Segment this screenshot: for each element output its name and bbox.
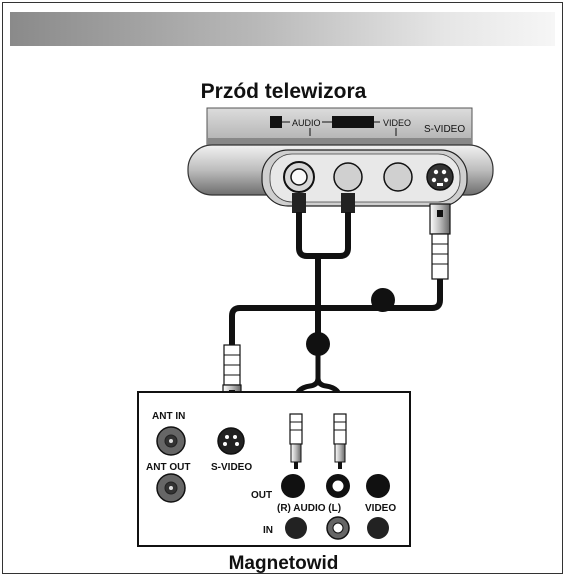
- header-band: [10, 12, 555, 46]
- vcr-in-audio-r-jack: [285, 517, 307, 539]
- tv-audio-l-jack: [333, 162, 363, 192]
- vcr-title: Magnetowid: [228, 553, 339, 574]
- vcr-video-label: VIDEO: [365, 503, 396, 514]
- audio-cable-clip: [306, 332, 330, 356]
- tv-audio-label: AUDIO: [292, 118, 321, 128]
- audio-indicator-right: [332, 116, 374, 128]
- svideo-cable-clip: [371, 288, 395, 312]
- tv-front-panel: [187, 107, 494, 207]
- tv-video-label: VIDEO: [383, 118, 411, 128]
- ant-out-label: ANT OUT: [146, 462, 190, 473]
- vcr-out-video-jack: [366, 474, 390, 498]
- svideo-cable: [222, 203, 451, 416]
- vcr-out-audio-r-jack: [281, 474, 305, 498]
- vcr-back-panel: [137, 391, 411, 547]
- vcr-in-label: IN: [263, 525, 273, 536]
- audio-rca-plugs: [289, 413, 347, 469]
- tv-video-jack: [383, 162, 413, 192]
- tv-front-title: Przód telewizora: [200, 80, 367, 103]
- vcr-svideo-label: S-VIDEO: [211, 462, 252, 473]
- vcr-in-video-jack: [367, 517, 389, 539]
- vcr-audio-row-label: (R) AUDIO (L): [277, 503, 341, 514]
- audio-cable: [292, 193, 355, 415]
- ant-in-label: ANT IN: [152, 411, 185, 422]
- audio-indicator-left: [270, 116, 282, 128]
- vcr-svideo-jack: [217, 427, 245, 455]
- tv-svideo-label: S-VIDEO: [424, 124, 465, 135]
- vcr-out-label: OUT: [251, 490, 272, 501]
- tv-svideo-jack: [426, 163, 454, 191]
